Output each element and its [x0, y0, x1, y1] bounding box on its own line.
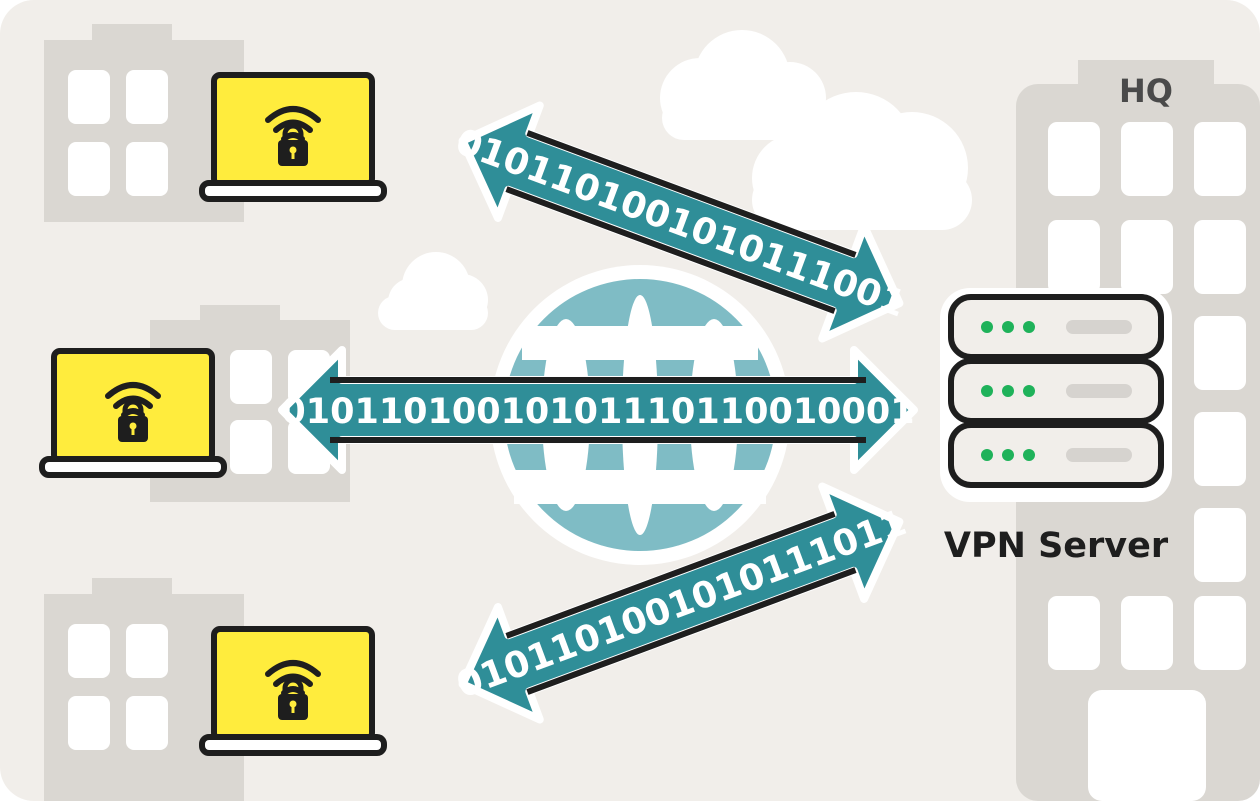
laptop-icon [42, 351, 224, 475]
cloud-icon [660, 30, 828, 140]
hq-label: HQ [1119, 72, 1173, 110]
server-unit [948, 358, 1164, 424]
server-unit [948, 294, 1164, 360]
cloud-icon [378, 252, 488, 330]
cloud-icon [752, 92, 972, 230]
data-stream-middle: 01011010010101110110010001 [278, 346, 918, 474]
laptop-icon [202, 75, 384, 199]
server-label: VPN Server [944, 526, 1169, 566]
stream-middle-text: 01011010010101110110010001 [281, 392, 914, 432]
server-icon [940, 288, 1172, 502]
building-icon [44, 578, 244, 801]
laptop-icon [202, 629, 384, 753]
server-unit [948, 422, 1164, 488]
